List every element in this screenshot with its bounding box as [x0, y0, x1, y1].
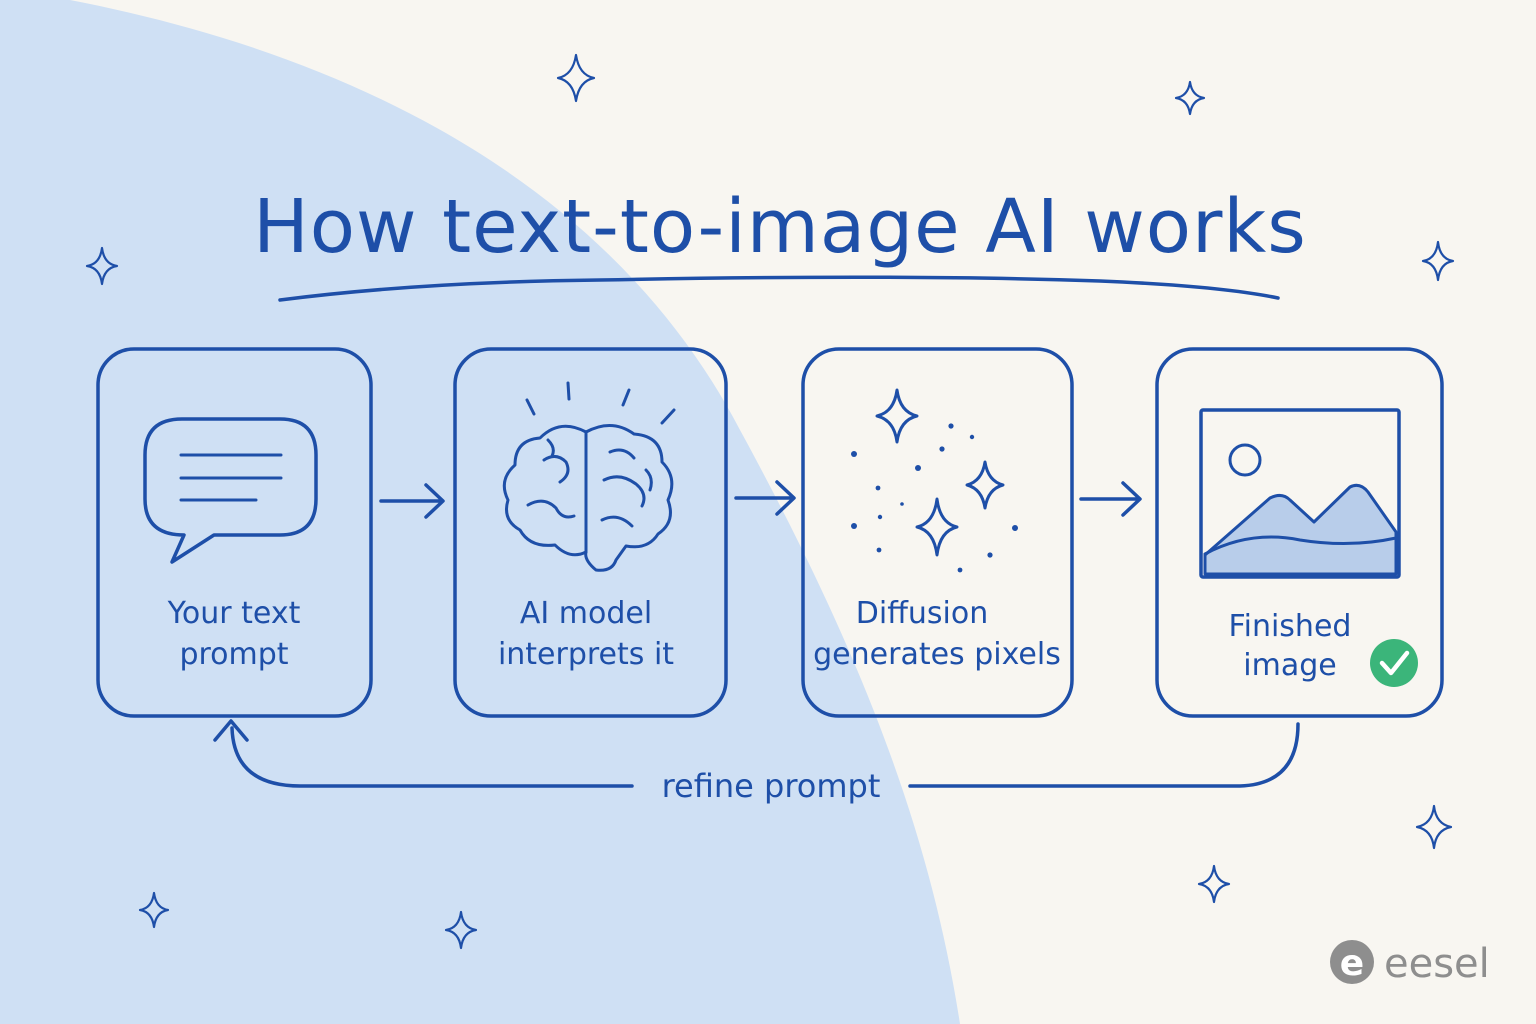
- refine-loop-line: [230, 726, 634, 788]
- sparkle-icon: [875, 388, 919, 444]
- sparkle-icon: [915, 497, 959, 557]
- decorative-sparkles: [85, 53, 1455, 950]
- sparkle-icon: [138, 891, 170, 929]
- arrow-right-icon: [379, 483, 445, 519]
- check-badge-icon: [1370, 639, 1418, 687]
- sparkles-icon: [851, 388, 1018, 573]
- step-label-model-line2: interprets it: [498, 637, 674, 672]
- title-underline: [278, 275, 1280, 302]
- arrow-right-icon: [1079, 481, 1142, 517]
- step-label-prompt-line1: Your text: [167, 596, 301, 631]
- sparkle-icon: [965, 460, 1005, 510]
- step-label-model-line1: AI model: [520, 596, 652, 631]
- step-label-diffusion-line2: generates pixels: [813, 637, 1061, 672]
- step-label-finished-line2: image: [1243, 648, 1336, 683]
- page-title: How text-to-image AI works: [253, 184, 1307, 270]
- sparkle-icon: [1174, 80, 1206, 116]
- speech-bubble-icon: [143, 417, 318, 564]
- step-label-prompt-line2: prompt: [179, 637, 288, 672]
- brand-logo-letter: e: [1340, 943, 1364, 984]
- sparkle-icon: [1421, 240, 1455, 282]
- brand-name: eesel: [1384, 941, 1490, 987]
- step-card-model: [453, 347, 728, 718]
- step-card-prompt: [96, 347, 373, 718]
- step-label-diffusion-line1: Diffusion: [856, 596, 988, 631]
- background-blob: [0, 0, 960, 1024]
- step-label-finished-line1: Finished: [1229, 609, 1352, 644]
- brand-logo: e eesel: [1330, 940, 1490, 987]
- refine-loop-line: [908, 722, 1300, 788]
- arrow-up-icon: [213, 719, 249, 742]
- step-card-diffusion: [801, 347, 1074, 718]
- step-card-finished: [1155, 347, 1444, 718]
- sparkle-icon: [1415, 804, 1453, 850]
- sparkle-icon: [85, 246, 119, 286]
- sparkle-icon: [1197, 864, 1231, 904]
- brain-icon: [502, 381, 676, 572]
- landscape-image-icon: [1199, 408, 1401, 579]
- loop-label: refine prompt: [662, 767, 881, 805]
- flow-arrows: [379, 480, 1142, 519]
- sparkle-icon: [444, 910, 478, 950]
- arrow-right-icon: [734, 480, 796, 516]
- sparkle-icon: [556, 53, 596, 103]
- brand-logo-icon: [1330, 940, 1374, 984]
